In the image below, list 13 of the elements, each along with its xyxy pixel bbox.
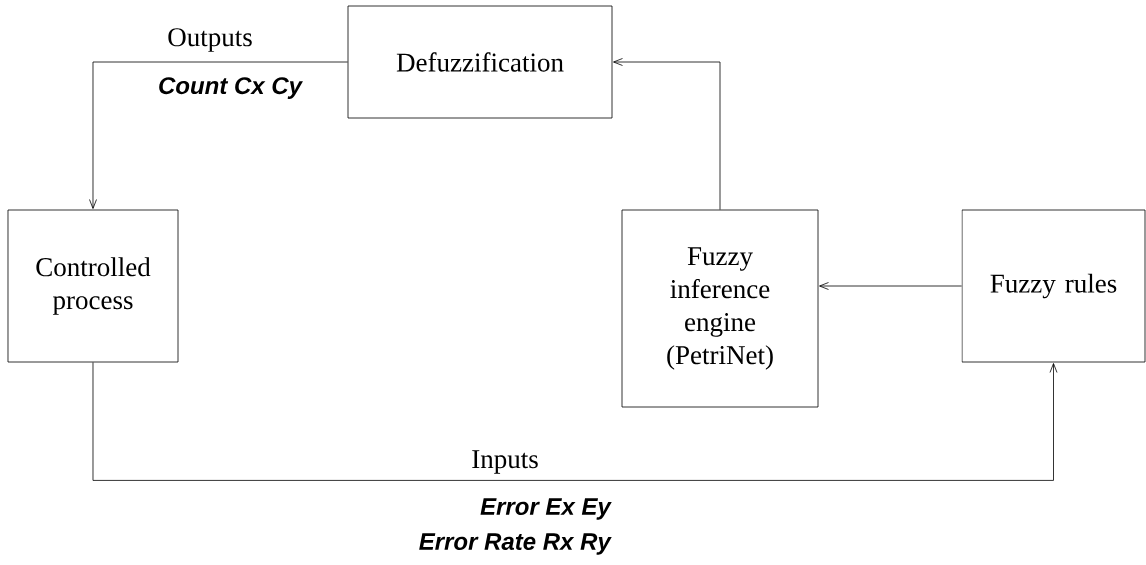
process-box: Controlled process: [7, 209, 179, 363]
edge-label: Inputs: [470, 449, 540, 475]
process-box: Defuzzification: [347, 5, 613, 119]
arrow: [819, 282, 962, 290]
signal-label: Error Ex Ey: [480, 498, 612, 520]
edge-label: Outputs: [166, 27, 254, 53]
process-box: Fuzzy rules: [961, 209, 1146, 363]
signal-label: Count Cx Cy: [159, 77, 303, 99]
arrow: [89, 61, 348, 209]
arrow: [92, 362, 1058, 481]
arrow: [613, 58, 721, 210]
process-box: Fuzzy inference engine (PetriNet): [621, 209, 819, 408]
signal-label: Error Rate Rx Ry: [419, 533, 612, 555]
